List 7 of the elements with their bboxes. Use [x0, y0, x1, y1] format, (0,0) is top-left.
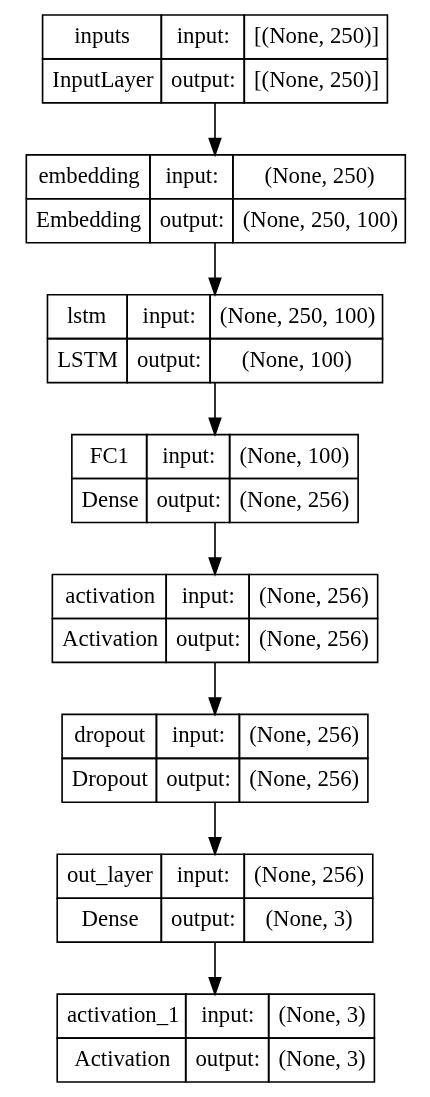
- arrow: [208, 941, 222, 997]
- arrow: [208, 381, 222, 437]
- arrow: [208, 102, 222, 158]
- arrow: [208, 521, 222, 577]
- arrow: [208, 661, 222, 717]
- arrow: [208, 801, 222, 857]
- arrow: [208, 242, 222, 298]
